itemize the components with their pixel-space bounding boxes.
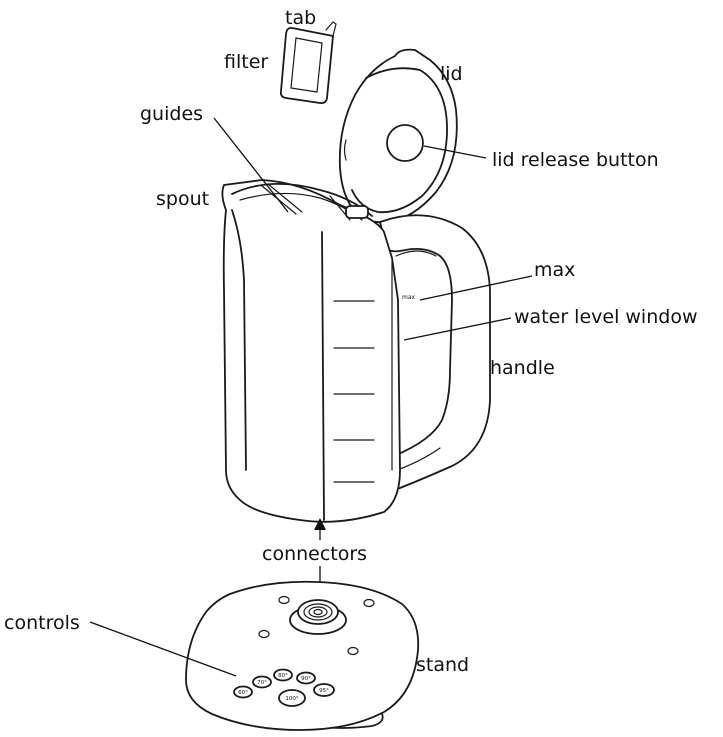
temp-button-80[interactable] [273,668,293,682]
leader-lines [89,117,533,677]
label-tab: tab [285,7,316,29]
temp-button-70[interactable] [252,675,272,689]
temp-label-95: 95° [319,688,329,694]
label-stand: stand [416,654,469,676]
labels: tab filter lid guides lid release button… [4,7,697,676]
label-guides: guides [140,103,203,125]
window-max-mark: max [402,294,416,301]
kettle-body: max [221,179,416,523]
label-max: max [534,259,575,281]
label-connectors: connectors [262,543,367,565]
temp-button-95[interactable] [313,683,335,697]
temp-label-90: 90° [301,676,311,682]
label-water-level-window: water level window [514,306,697,328]
temp-button-60[interactable] [233,685,253,699]
temp-label-60: 60° [238,690,248,696]
filter-part [279,21,337,105]
temp-label-80: 80° [278,673,288,679]
label-lid-release-button: lid release button [492,149,659,171]
stand-part: 60° 70° 80° 90° 95° 100° [185,580,420,731]
label-spout: spout [156,188,209,210]
label-handle: handle [490,357,555,379]
label-controls: controls [4,612,80,634]
temp-label-70: 70° [257,680,267,686]
lid-release-button-shape [386,124,424,162]
label-lid: lid [440,63,463,85]
temp-button-90[interactable] [296,671,316,685]
temp-label-100: 100° [285,696,298,702]
label-filter: filter [224,51,268,73]
temp-button-100[interactable] [278,689,306,707]
temperature-buttons: 60° 70° 80° 90° 95° 100° [233,668,335,707]
